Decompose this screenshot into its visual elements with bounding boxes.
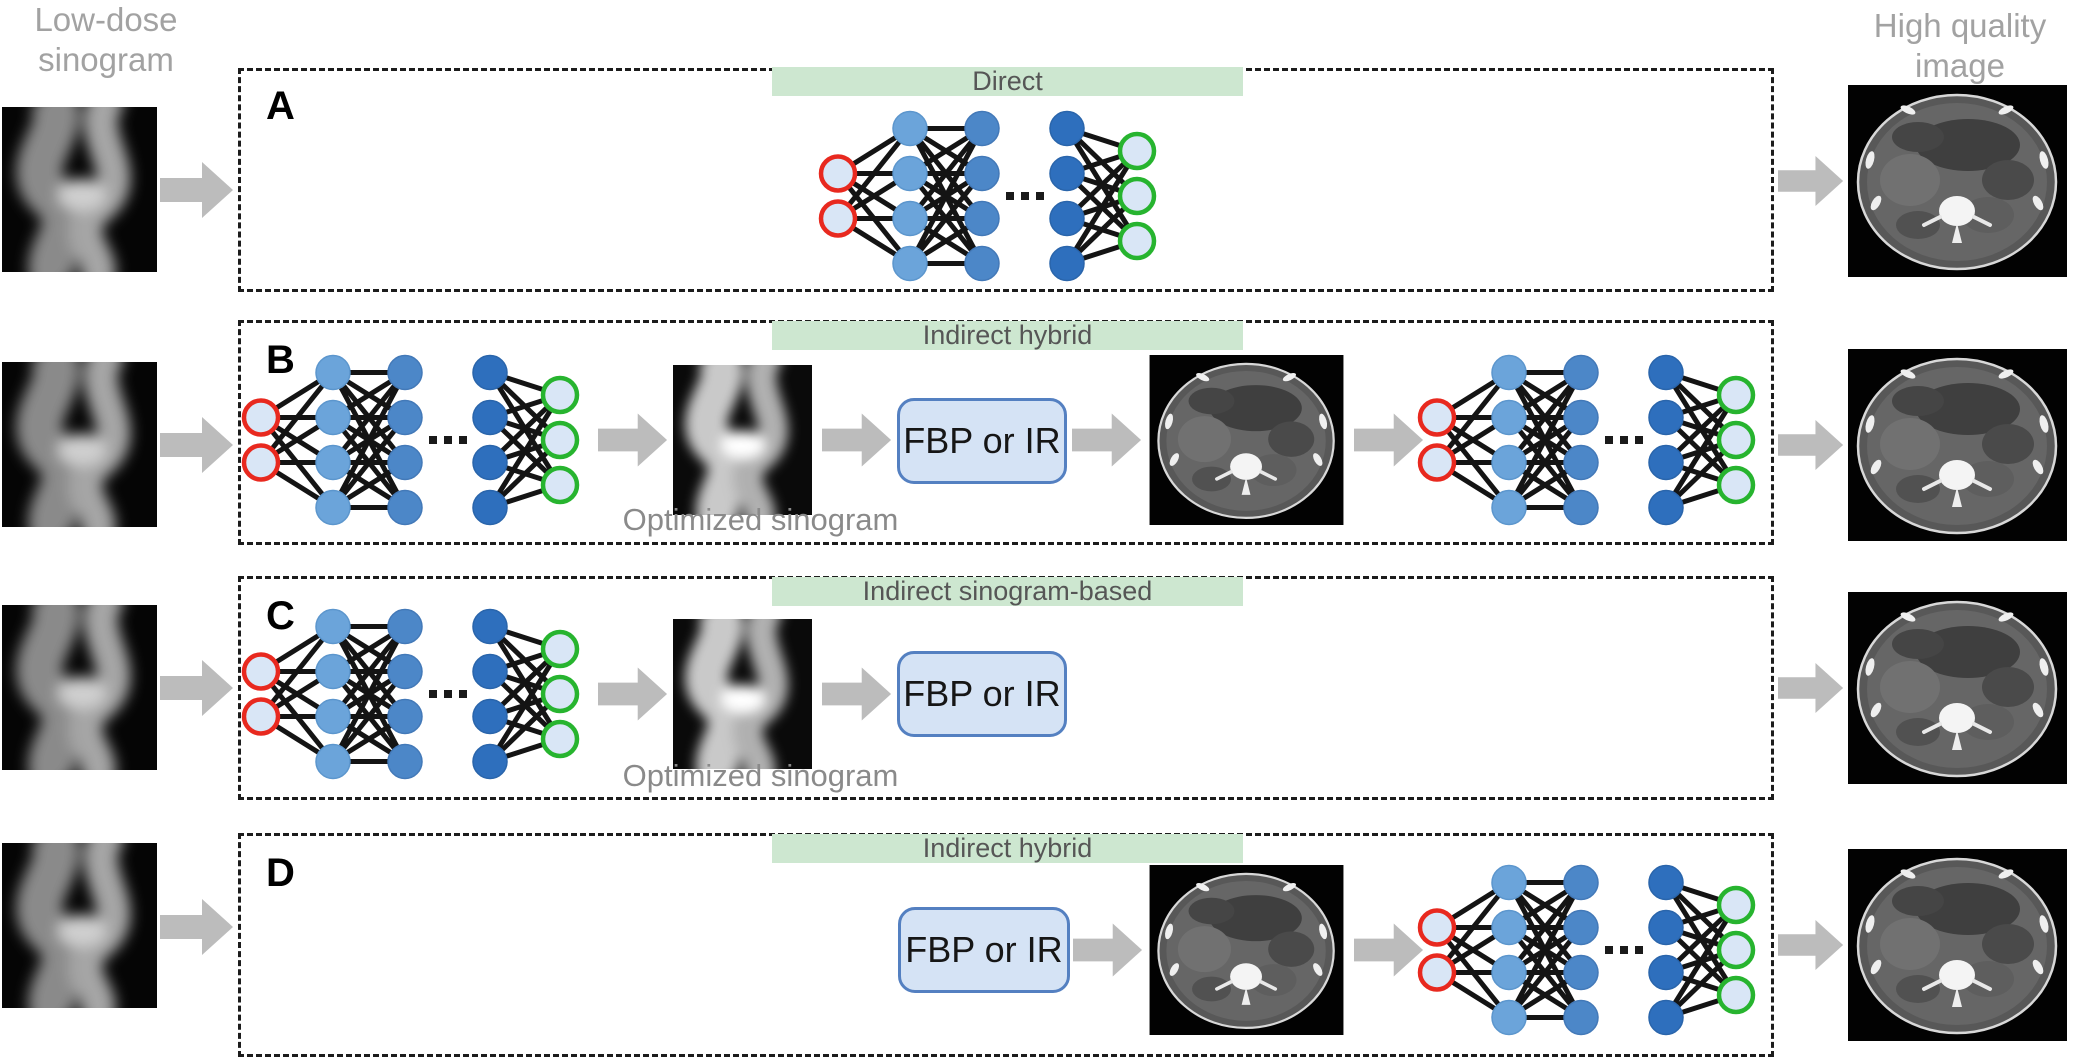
category-banner-d: Indirect hybrid <box>772 833 1243 863</box>
arrow-right-icon <box>1778 660 1844 716</box>
right-title-line2: image <box>1915 47 2005 84</box>
fbp-ir-label: FBP or IR <box>905 929 1063 970</box>
category-label: Indirect hybrid <box>922 833 1093 863</box>
category-label: Direct <box>972 66 1043 96</box>
optimized-sinogram-label: Optimized sinogram <box>622 502 899 537</box>
optimized-sinogram-label: Optimized sinogram <box>622 758 899 793</box>
arrow-right-icon <box>160 159 234 221</box>
arrow-right-icon <box>160 414 234 476</box>
fbp-ir-box: FBP or IR <box>897 398 1067 484</box>
category-banner-a: Direct <box>772 66 1243 96</box>
neural-network-diagram <box>241 604 581 784</box>
neural-network-diagram <box>241 350 581 530</box>
arrow-right-icon <box>1073 919 1143 981</box>
ct-slice-image <box>1145 355 1348 525</box>
ct-slice-image <box>1848 85 2067 277</box>
left-column-title: Low-dose sinogram <box>0 0 212 80</box>
fbp-ir-box: FBP or IR <box>898 907 1070 993</box>
category-label: Indirect sinogram-based <box>862 576 1153 606</box>
optimized-sinogram-image <box>673 619 812 769</box>
row-label-d: D <box>266 851 295 895</box>
right-title-line1: High quality <box>1873 7 2047 44</box>
arrow-right-icon <box>598 409 668 471</box>
arrow-right-icon <box>1778 917 1844 973</box>
category-banner-b: Indirect hybrid <box>772 320 1243 350</box>
neural-network-diagram <box>818 106 1158 286</box>
optimized-sinogram-image <box>673 365 812 515</box>
arrow-right-icon <box>598 663 668 725</box>
arrow-right-icon <box>1354 409 1424 471</box>
left-title-line2: sinogram <box>38 41 174 78</box>
fbp-ir-label: FBP or IR <box>903 420 1061 461</box>
ct-slice-image <box>1145 865 1348 1035</box>
arrow-right-icon <box>1778 417 1844 473</box>
category-label: Indirect hybrid <box>922 320 1093 350</box>
row-label-a: A <box>266 84 295 128</box>
row-label-b: B <box>266 338 295 382</box>
sinogram-image <box>2 605 157 770</box>
arrow-right-icon <box>160 896 234 958</box>
neural-network-diagram <box>1417 860 1757 1040</box>
sinogram-image <box>2 362 157 527</box>
arrow-right-icon <box>1354 919 1424 981</box>
arrow-right-icon <box>822 663 892 725</box>
left-title-line1: Low-dose <box>34 1 178 38</box>
sinogram-image <box>2 843 157 1008</box>
fbp-ir-label: FBP or IR <box>903 673 1061 714</box>
sinogram-image <box>2 107 157 272</box>
arrow-right-icon <box>160 657 234 719</box>
row-label-c: C <box>266 594 295 638</box>
fbp-ir-box: FBP or IR <box>897 651 1067 737</box>
arrow-right-icon <box>1072 409 1142 471</box>
arrow-right-icon <box>1778 153 1844 209</box>
ct-slice-image <box>1848 592 2067 784</box>
neural-network-diagram <box>1417 350 1757 530</box>
category-banner-c: Indirect sinogram-based <box>772 576 1243 606</box>
right-column-title: High quality image <box>1845 6 2075 86</box>
arrow-right-icon <box>822 409 892 471</box>
ct-slice-image <box>1848 349 2067 541</box>
ct-slice-image <box>1848 849 2067 1041</box>
